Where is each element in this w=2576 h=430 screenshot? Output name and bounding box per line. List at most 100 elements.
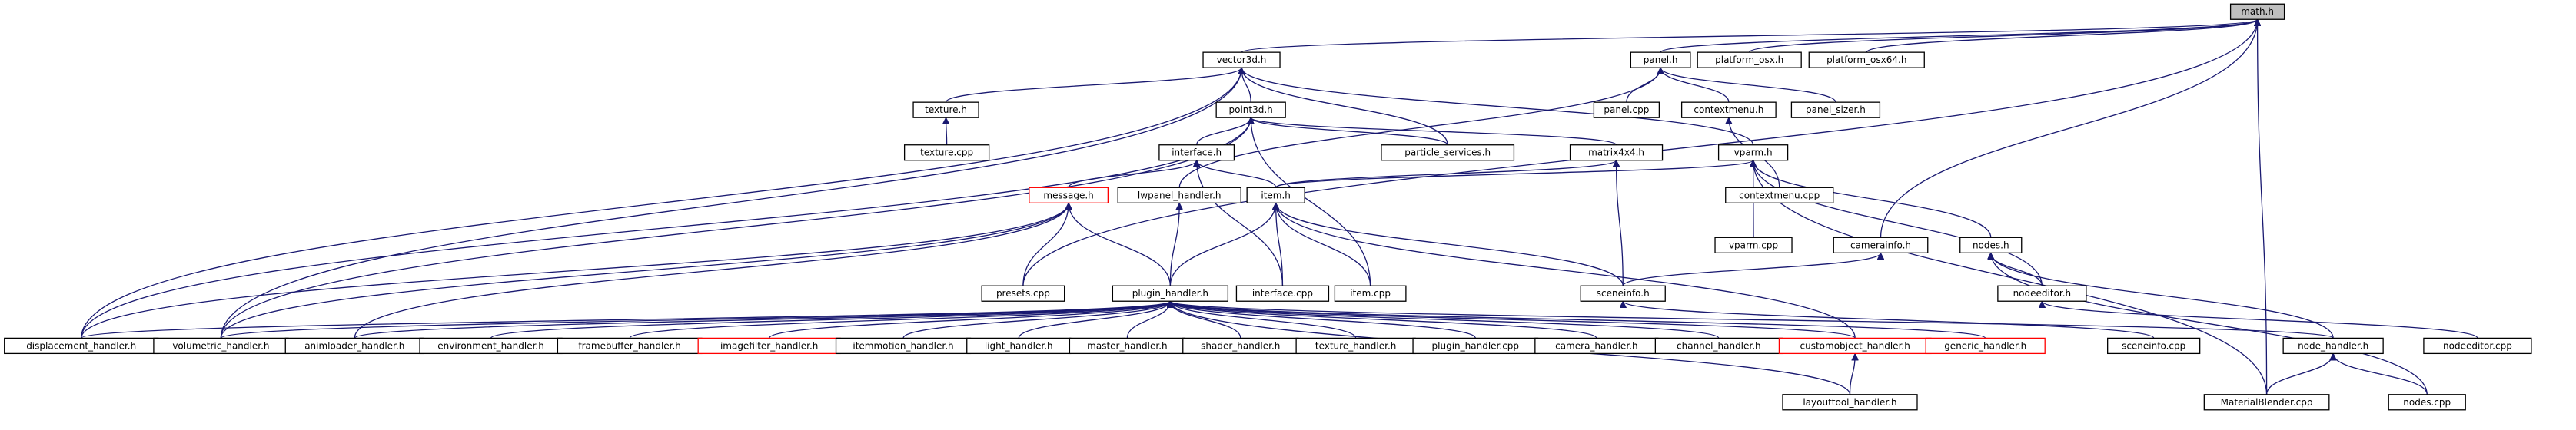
- node-plugin-handler-h[interactable]: plugin_handler.h: [1112, 285, 1229, 302]
- node-box[interactable]: [1997, 285, 2087, 302]
- node-particle-services-h[interactable]: particle_services.h: [1381, 144, 1515, 161]
- node-point3d-h[interactable]: point3d.h: [1215, 101, 1286, 118]
- node-camerainfo-h[interactable]: camerainfo.h: [1833, 237, 1929, 253]
- node-displacement-handler-h[interactable]: displacement_handler.h: [4, 337, 159, 355]
- node-light-handler-h[interactable]: light_handler.h: [966, 337, 1072, 355]
- node-customobject-handler-h[interactable]: customobject_handler.h: [1778, 337, 1932, 355]
- node-itemmotion-handler-h[interactable]: itemmotion_handler.h: [835, 337, 972, 355]
- edge-customobject_handler_h-to-item_h: [1276, 203, 1856, 339]
- node-box[interactable]: [2423, 337, 2532, 355]
- node-box[interactable]: [1717, 144, 1789, 161]
- node-box[interactable]: [1215, 101, 1286, 118]
- node-label: node_handler.h: [2298, 340, 2368, 351]
- node-box[interactable]: [1925, 337, 2046, 355]
- node-item-h[interactable]: item.h: [1246, 187, 1305, 203]
- node-texture-cpp[interactable]: texture.cpp: [903, 144, 990, 161]
- node-framebuffer-handler-h[interactable]: framebuffer_handler.h: [557, 337, 703, 355]
- node-box[interactable]: [1580, 285, 1666, 302]
- node-item-cpp[interactable]: item.cpp: [1334, 285, 1407, 302]
- node-box[interactable]: [1246, 187, 1305, 203]
- node-box[interactable]: [2388, 394, 2466, 411]
- node-generic-handler-h[interactable]: generic_handler.h: [1925, 337, 2046, 355]
- node-panel-h[interactable]: panel.h: [1630, 51, 1691, 68]
- node-imagefilter-handler-h[interactable]: imagefilter_handler.h: [697, 337, 841, 355]
- node-master-handler-h[interactable]: master_handler.h: [1069, 337, 1186, 355]
- node-box[interactable]: [2282, 337, 2384, 355]
- node-nodeeditor-h[interactable]: nodeeditor.h: [1997, 285, 2087, 302]
- edge-animloader_handler_h-to-message_h: [354, 203, 1069, 339]
- node-texture-handler-h[interactable]: texture_handler.h: [1295, 337, 1416, 355]
- node-node-handler-h[interactable]: node_handler.h: [2282, 337, 2384, 355]
- node-box[interactable]: [1808, 51, 1925, 68]
- node-platform-osx64-h[interactable]: platform_osx64.h: [1808, 51, 1925, 68]
- node-math-h[interactable]: math.h: [2229, 3, 2285, 20]
- node-plugin-handler-cpp[interactable]: plugin_handler.cpp: [1412, 337, 1539, 355]
- node-box[interactable]: [1202, 51, 1281, 68]
- node-label: presets.cpp: [996, 288, 1050, 299]
- node-volumetric-handler-h[interactable]: volumetric_handler.h: [153, 337, 289, 355]
- edge-volumetric_handler_h-to-vector3d_h: [220, 68, 1241, 339]
- node-contextmenu-h[interactable]: contextmenu.h: [1680, 101, 1777, 118]
- node-box[interactable]: [1158, 144, 1235, 161]
- node-box[interactable]: [1334, 285, 1407, 302]
- node-presets-cpp[interactable]: presets.cpp: [981, 285, 1065, 302]
- node-box[interactable]: [981, 285, 1065, 302]
- node-box[interactable]: [912, 101, 979, 118]
- node-box[interactable]: [1381, 144, 1515, 161]
- node-nodes-h[interactable]: nodes.h: [1959, 237, 2023, 253]
- node-box[interactable]: [903, 144, 990, 161]
- node-box[interactable]: [1833, 237, 1929, 253]
- node-box[interactable]: [1680, 101, 1777, 118]
- node-animloader-handler-h[interactable]: animloader_handler.h: [284, 337, 424, 355]
- node-box[interactable]: [1714, 237, 1793, 253]
- edge-interface_cpp-to-interface_h: [1197, 160, 1284, 286]
- node-layouttool-handler-h[interactable]: layouttool_handler.h: [1782, 394, 1918, 411]
- node-vparm-h[interactable]: vparm.h: [1717, 144, 1789, 161]
- node-sceneinfo-cpp[interactable]: sceneinfo.cpp: [2107, 337, 2201, 355]
- node-box[interactable]: [1029, 187, 1109, 203]
- node-box[interactable]: [2203, 394, 2330, 411]
- node-box[interactable]: [1697, 51, 1802, 68]
- node-interface-cpp[interactable]: interface.cpp: [1235, 285, 1330, 302]
- node-camera-handler-h[interactable]: camera_handler.h: [1534, 337, 1659, 355]
- node-label: panel.h: [1644, 55, 1678, 65]
- node-box[interactable]: [1117, 187, 1241, 203]
- node-shader-handler-h[interactable]: shader_handler.h: [1182, 337, 1299, 355]
- node-environment-handler-h[interactable]: environment_handler.h: [419, 337, 563, 355]
- node-box[interactable]: [1112, 285, 1229, 302]
- node-label: texture.h: [925, 104, 967, 115]
- node-box[interactable]: [1630, 51, 1691, 68]
- node-label: MaterialBlender.cpp: [2221, 397, 2313, 408]
- edge-panel_h-to-math_h: [1660, 18, 2257, 53]
- node-texture-h[interactable]: texture.h: [912, 101, 979, 118]
- node-label: interface.h: [1172, 147, 1222, 158]
- edge-channel_handler_h-to-plugin_handler_h: [1170, 300, 1720, 339]
- node-matrix4x4-h[interactable]: matrix4x4.h: [1569, 144, 1664, 161]
- node-box[interactable]: [1959, 237, 2023, 253]
- node-contextmenu-cpp[interactable]: contextmenu.cpp: [1725, 187, 1834, 203]
- node-panel-cpp[interactable]: panel.cpp: [1593, 101, 1660, 118]
- node-box[interactable]: [1725, 187, 1834, 203]
- node-nodes-cpp[interactable]: nodes.cpp: [2388, 394, 2466, 411]
- node-vector3d-h[interactable]: vector3d.h: [1202, 51, 1281, 68]
- node-materialblender-cpp[interactable]: MaterialBlender.cpp: [2203, 394, 2330, 411]
- node-lwpanel-handler-h[interactable]: lwpanel_handler.h: [1117, 187, 1241, 203]
- node-sceneinfo-h[interactable]: sceneinfo.h: [1580, 285, 1666, 302]
- node-box[interactable]: [2229, 3, 2285, 20]
- node-box[interactable]: [2107, 337, 2201, 355]
- node-box[interactable]: [1790, 101, 1881, 118]
- node-box[interactable]: [1235, 285, 1330, 302]
- node-box[interactable]: [1593, 101, 1660, 118]
- node-label: nodes.h: [1973, 240, 2009, 250]
- node-panel-sizer-h[interactable]: panel_sizer.h: [1790, 101, 1881, 118]
- node-message-h[interactable]: message.h: [1029, 187, 1109, 203]
- node-platform-osx-h[interactable]: platform_osx.h: [1697, 51, 1802, 68]
- node-nodeeditor-cpp[interactable]: nodeeditor.cpp: [2423, 337, 2532, 355]
- edge-matrix4x4_h-to-point3d_h: [1251, 117, 1617, 146]
- node-vparm-cpp[interactable]: vparm.cpp: [1714, 237, 1793, 253]
- node-box[interactable]: [1569, 144, 1664, 161]
- node-label: panel_sizer.h: [1806, 104, 1866, 115]
- node-box[interactable]: [1782, 394, 1918, 411]
- node-channel-handler-h[interactable]: channel_handler.h: [1654, 337, 1783, 355]
- node-interface-h[interactable]: interface.h: [1158, 144, 1235, 161]
